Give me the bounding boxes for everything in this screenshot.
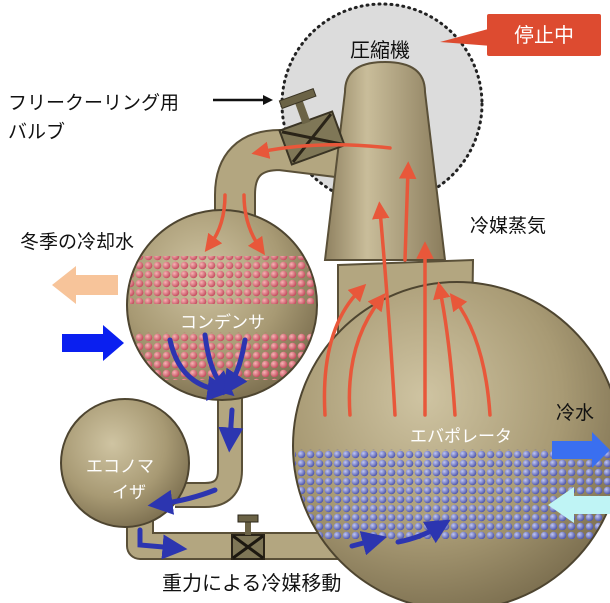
condenser-tube-bundle-upper — [130, 256, 314, 304]
economizer-label-1: エコノマ — [86, 455, 154, 479]
cooling-water-out-arrow — [52, 266, 118, 304]
economizer-label-2: イザ — [112, 481, 146, 505]
compressor-label: 圧縮機 — [350, 38, 410, 62]
cooling-water-in-arrow — [62, 325, 124, 361]
page-title: 重力による冷媒移動 — [162, 571, 341, 595]
liquid-arrow — [230, 410, 232, 440]
evaporator-tube-bundle — [295, 449, 610, 539]
evaporator-label: エバポレータ — [410, 425, 512, 449]
refrigerant-vapor-label: 冷媒蒸気 — [470, 214, 546, 238]
condenser-label: コンデンサ — [180, 311, 265, 335]
winter-cooling-water-label: 冬季の冷却水 — [20, 230, 134, 254]
chilled-water-label: 冷水 — [556, 401, 594, 425]
liquid-line-valve — [232, 515, 264, 559]
status-badge: 停止中 — [487, 14, 601, 56]
free-cooling-valve-label-2: バルブ — [8, 120, 65, 144]
free-cooling-valve-label: フリークーリング用 — [8, 91, 179, 115]
condenser-tube-bundle-lower — [130, 332, 314, 380]
